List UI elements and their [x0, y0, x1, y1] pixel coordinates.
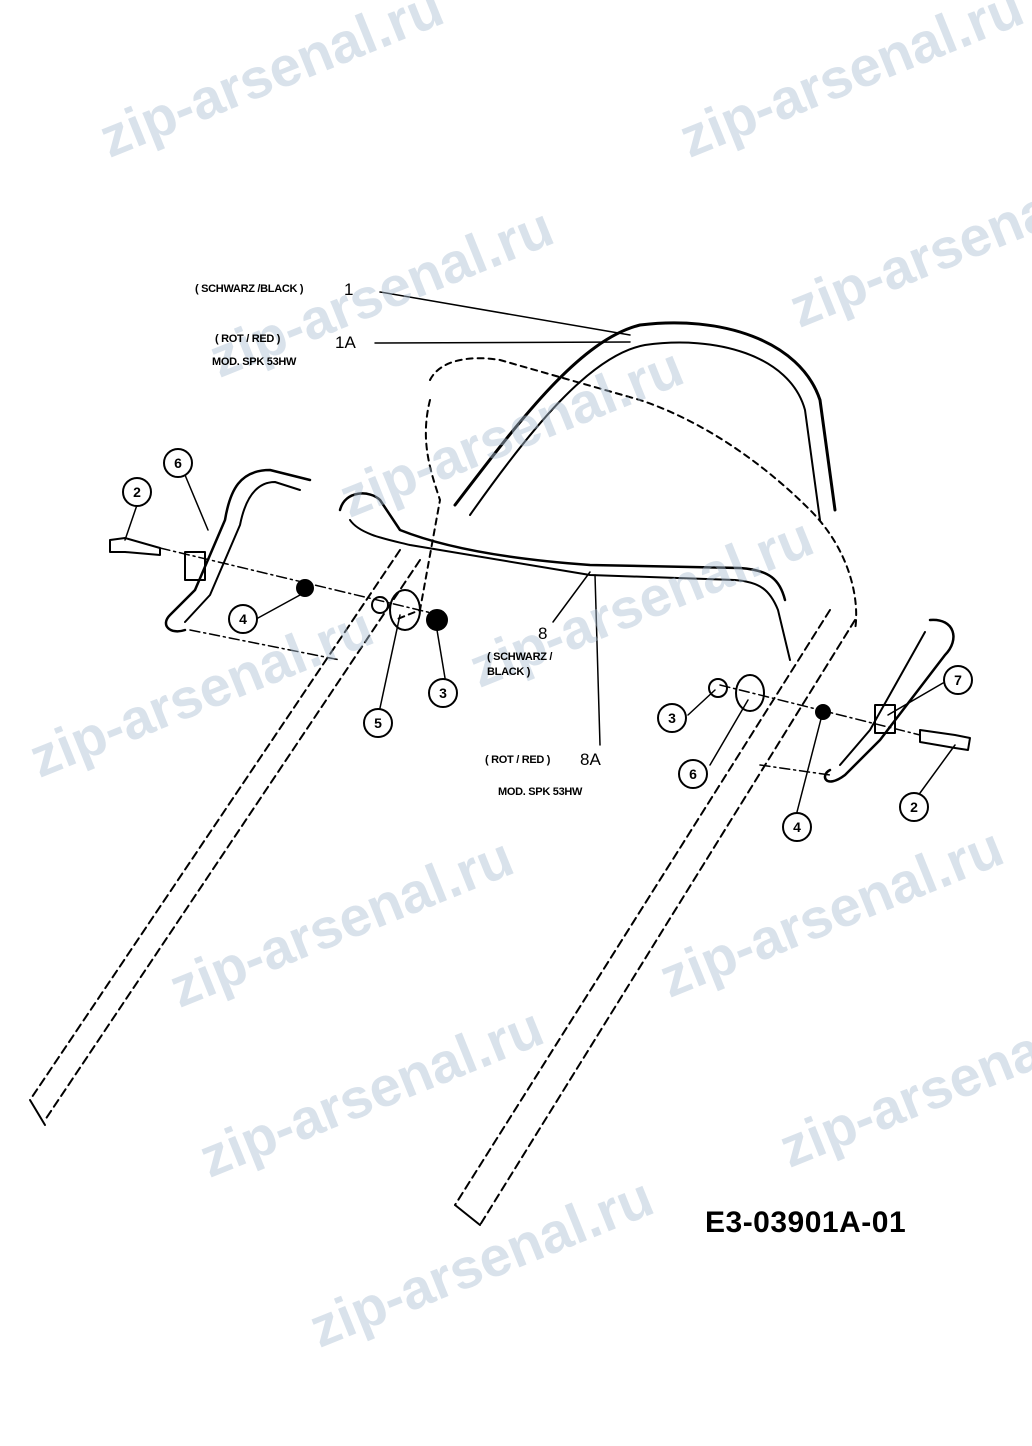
right-handle-tube: [479, 619, 856, 1226]
left-knob: [389, 589, 421, 631]
callout-7-right: 7: [943, 665, 973, 695]
leader-3-right: [687, 689, 716, 716]
left-bracket: [164, 468, 312, 633]
drawing-code: E3-03901A-01: [705, 1206, 907, 1239]
left-tube-end: [29, 1099, 46, 1126]
label-8a-model: MOD. SPK 53HW: [498, 786, 583, 798]
lower-crossbar-inner: [349, 519, 791, 661]
callout-5-left: 5: [363, 708, 393, 738]
label-8-number: 8: [538, 624, 548, 643]
label-8-desc-line2: BLACK ): [487, 666, 531, 678]
leader-7-right: [887, 682, 944, 716]
label-8a-number: 8A: [580, 750, 601, 769]
callout-4-right: 4: [782, 812, 812, 842]
left-bracket-clamp: [184, 551, 206, 581]
left-handle-tube-edge: [29, 549, 401, 1101]
label-1a-desc: ( ROT / RED ): [215, 333, 281, 345]
callout-3-left: 3: [428, 678, 458, 708]
label-1a-model: MOD. SPK 53HW: [212, 356, 297, 368]
right-handle-tube-edge: [454, 609, 831, 1206]
left-washer: [296, 579, 314, 597]
right-bracket-inner: [839, 631, 926, 766]
left-bolt: [109, 537, 161, 556]
label-1-number: 1: [344, 280, 354, 299]
callout-2-right: 2: [899, 792, 929, 822]
upper-crossbar-lower: [394, 399, 441, 621]
label-1a-number: 1A: [335, 333, 356, 352]
leader-4-right: [796, 714, 823, 813]
right-bracket: [823, 618, 955, 783]
callout-4-left: 4: [228, 604, 258, 634]
left-handle-tube: [44, 559, 421, 1121]
right-washer: [815, 704, 831, 720]
leader-4-left: [257, 594, 301, 619]
left-nut: [426, 609, 448, 631]
label-8-desc-line1: ( SCHWARZ /: [487, 651, 553, 663]
top-handle-bar-inner: [469, 341, 821, 521]
leader-1a: [374, 341, 631, 344]
label-8a-desc: ( ROT / RED ): [485, 754, 551, 766]
leader-8a: [594, 574, 601, 746]
right-knob: [735, 674, 765, 712]
right-bracket-clamp: [874, 704, 896, 734]
leader-6-left: [184, 474, 209, 531]
callout-6-left: 6: [163, 448, 193, 478]
leader-2-left: [124, 504, 138, 541]
leader-5-left: [379, 614, 401, 709]
left-assembly-line-lower: [189, 629, 341, 661]
left-bushing: [371, 596, 389, 614]
leader-1: [379, 291, 631, 336]
right-nut: [708, 678, 728, 698]
leader-3-left: [436, 629, 446, 679]
right-tube-end: [454, 1204, 481, 1226]
lower-crossbar: [338, 492, 787, 602]
upper-crossbar: [429, 357, 858, 631]
callout-3-right: 3: [657, 703, 687, 733]
leader-6-right: [709, 699, 749, 766]
callout-6-right: 6: [678, 759, 708, 789]
top-handle-bar: [453, 321, 837, 512]
leader-2-right: [919, 744, 956, 794]
right-bolt: [919, 729, 971, 751]
leader-8: [552, 571, 591, 623]
left-bracket-inner: [184, 481, 301, 623]
label-1-desc: ( SCHWARZ /BLACK ): [195, 283, 304, 295]
callout-2-left: 2: [122, 477, 152, 507]
right-assembly-line-lower: [759, 764, 831, 776]
